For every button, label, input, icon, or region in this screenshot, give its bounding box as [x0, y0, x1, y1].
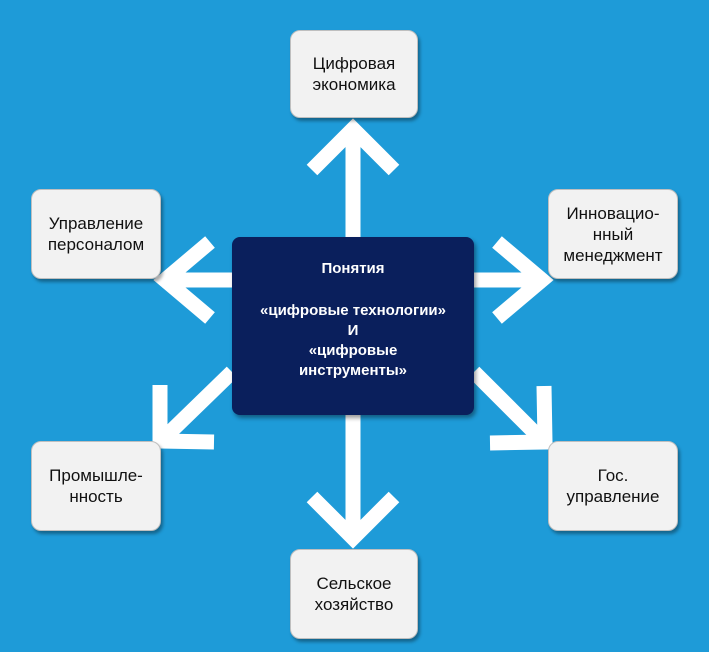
- box-top-right: Инновацио- нный менеджмент: [548, 189, 678, 279]
- box-bottom-left-label: Промышле- нность: [49, 466, 143, 506]
- box-bottom-label: Сельское хозяйство: [314, 574, 394, 614]
- box-bottom-right-label: Гос. управление: [566, 466, 660, 506]
- box-bottom: Сельское хозяйство: [290, 549, 418, 639]
- box-top-label: Цифровая экономика: [312, 54, 396, 94]
- center-title: Понятия: [321, 260, 385, 277]
- box-top-left: Управление персоналом: [31, 189, 161, 279]
- center-line-instruments: «цифровые инструменты»: [298, 342, 408, 379]
- arrow-down-right: [468, 366, 553, 451]
- arrow-left: [153, 236, 232, 324]
- center-box: Понятия «цифровые технологии» И «цифровы…: [232, 237, 474, 415]
- arrow-right: [474, 236, 554, 324]
- box-top-right-label: Инновацио- нный менеджмент: [563, 203, 663, 265]
- arrow-up: [306, 118, 400, 237]
- arrow-down: [306, 415, 400, 549]
- box-bottom-right: Гос. управление: [548, 441, 678, 531]
- box-top-left-label: Управление персоналом: [47, 214, 145, 254]
- box-bottom-left: Промышле- нность: [31, 441, 161, 531]
- box-top: Цифровая экономика: [290, 30, 418, 118]
- center-line-technologies: «цифровые технологии»: [260, 302, 446, 319]
- arrow-down-left: [152, 366, 238, 450]
- center-line-and: И: [347, 322, 359, 339]
